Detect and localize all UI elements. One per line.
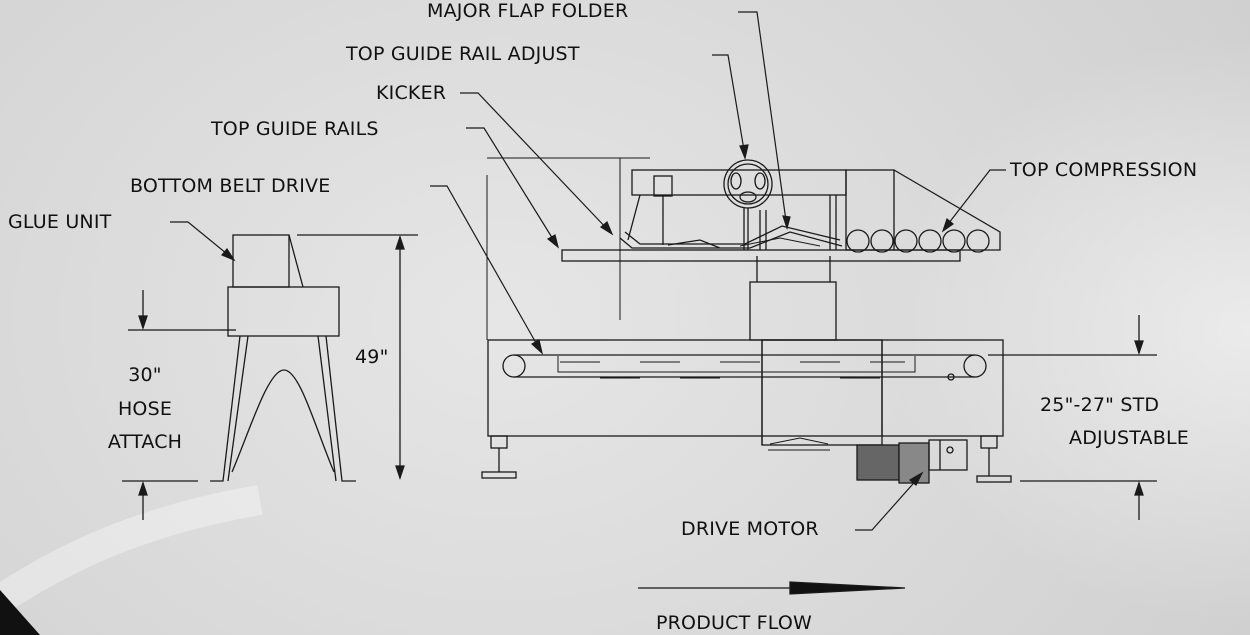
label-dimension-49: 49" bbox=[355, 346, 389, 368]
dimension-49 bbox=[297, 234, 418, 481]
top-frame bbox=[619, 169, 1001, 253]
adjust-handwheel bbox=[723, 159, 773, 250]
bottom-frame bbox=[481, 339, 1012, 483]
label-top-compression: TOP COMPRESSION bbox=[1010, 159, 1198, 181]
leader-lines bbox=[170, 11, 1006, 531]
swirl-decoration bbox=[0, 485, 263, 613]
label-product-flow: PRODUCT FLOW bbox=[656, 612, 813, 634]
glue-unit bbox=[210, 234, 356, 482]
label-top-guide-rail-adjust: TOP GUIDE RAIL ADJUST bbox=[346, 43, 580, 65]
label-top-guide-rails: TOP GUIDE RAILS bbox=[211, 118, 379, 140]
black-corner-decoration bbox=[0, 590, 40, 635]
label-drive-motor: DRIVE MOTOR bbox=[681, 518, 819, 540]
label-bottom-belt-drive: BOTTOM BELT DRIVE bbox=[130, 175, 331, 197]
label-dimension-30: 30" bbox=[128, 364, 162, 386]
label-hose: HOSE bbox=[117, 398, 173, 420]
label-major-flap-folder: MAJOR FLAP FOLDER bbox=[427, 0, 629, 22]
label-attach: ATTACH bbox=[107, 431, 183, 453]
product-flow-arrow bbox=[638, 581, 906, 595]
label-glue-unit: GLUE UNIT bbox=[8, 211, 112, 233]
center-column bbox=[619, 158, 837, 341]
drive-motor bbox=[856, 439, 968, 484]
dimension-25-27 bbox=[988, 315, 1157, 520]
label-adjustable: ADJUSTABLE bbox=[1069, 427, 1189, 449]
label-kicker: KICKER bbox=[376, 82, 447, 104]
label-std-height: 25"-27" STD bbox=[1040, 394, 1160, 416]
dimension-30 bbox=[122, 290, 220, 520]
